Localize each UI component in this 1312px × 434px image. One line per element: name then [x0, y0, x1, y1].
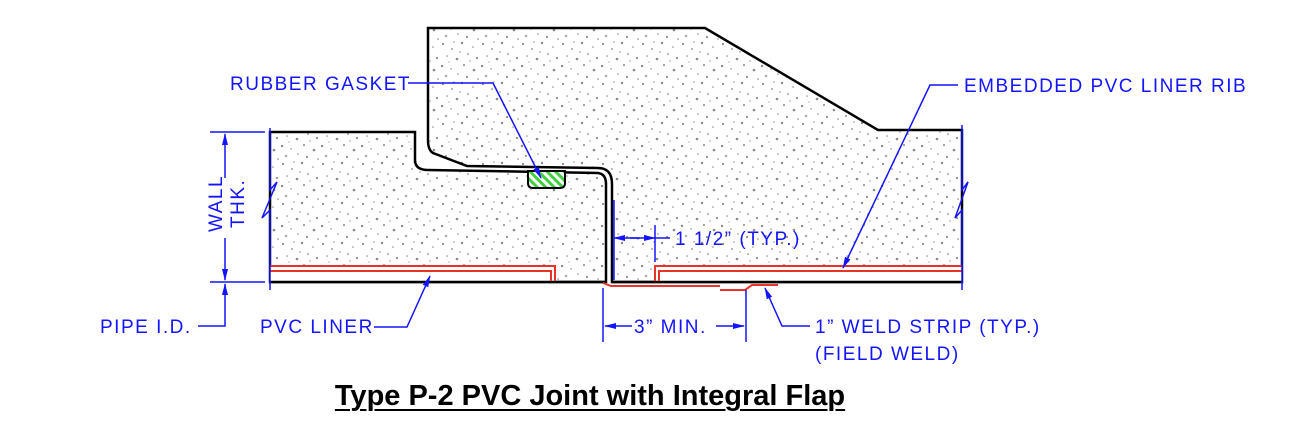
- field-weld-label: (FIELD WELD): [815, 344, 960, 365]
- break-line-left: [261, 128, 278, 290]
- pvc-liner-label: PVC LINER: [260, 317, 374, 338]
- weld-strip-label: 1” WELD STRIP (TYP.): [815, 317, 1041, 338]
- rubber-gasket-label: RUBBER GASKET: [230, 74, 411, 95]
- embedded-rib-label: EMBEDDED PVC LINER RIB: [964, 76, 1247, 97]
- pvc-liner: [270, 265, 962, 291]
- diagram-title: Type P-2 PVC Joint with Integral Flap: [0, 380, 1180, 413]
- pipe-id-label: PIPE I.D.: [100, 317, 192, 338]
- rubber-gasket: [527, 170, 566, 189]
- break-line-right: [954, 125, 969, 290]
- weld-strip: [720, 284, 778, 291]
- integral-flap: [602, 282, 720, 287]
- wall-label: WALL: [206, 175, 227, 232]
- spigot-wall: [268, 130, 608, 284]
- typ-dimension-label: 1 1/2” (TYP.): [675, 229, 801, 250]
- diagram-title-text: Type P-2 PVC Joint with Integral Flap: [334, 380, 846, 412]
- thk-label: THK.: [228, 179, 249, 228]
- min-dimension-label: 3” MIN.: [634, 317, 707, 338]
